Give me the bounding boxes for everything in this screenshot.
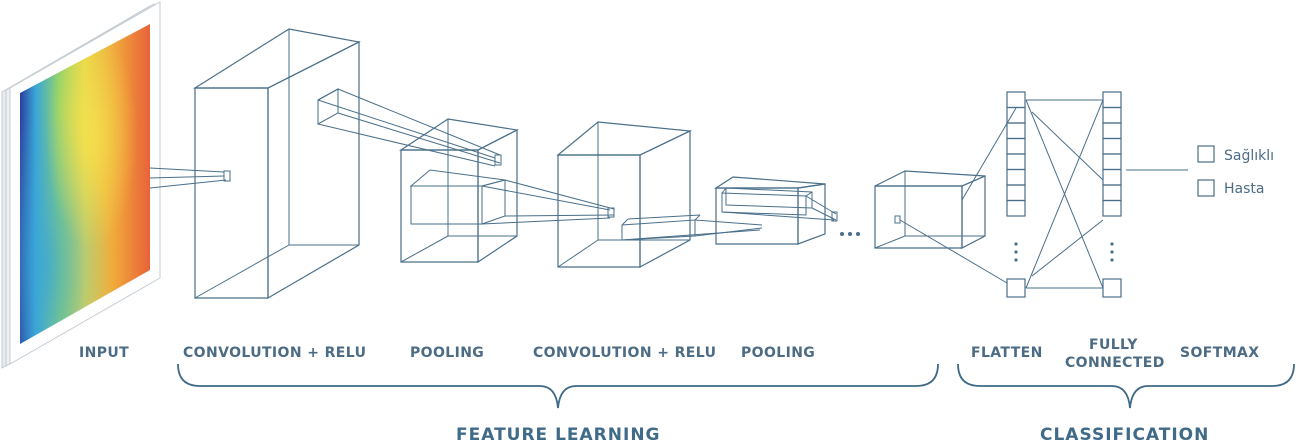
- flatten-neuron: [1006, 153, 1026, 171]
- flatten-ellipsis-dot: [1014, 250, 1018, 254]
- conv1-to-pool1-connections: [317, 88, 502, 167]
- label-softmax: SOFTMAX: [1180, 345, 1259, 361]
- flatten-ellipsis-dot: [1014, 242, 1018, 246]
- label-conv2: CONVOLUTION + RELU: [533, 345, 716, 361]
- flatten-neuron-last: [1006, 278, 1026, 298]
- fc-neuron: [1102, 137, 1122, 155]
- fc-neuron: [1102, 184, 1122, 202]
- label-fully-connected-1: FULLY: [1089, 337, 1138, 353]
- label-fully-connected-2: CONNECTED: [1065, 355, 1165, 371]
- label-input: INPUT: [79, 345, 129, 361]
- label-conv1: CONVOLUTION + RELU: [183, 345, 366, 361]
- pool2-volume: [713, 176, 838, 245]
- fc-neuron: [1102, 106, 1122, 124]
- conv2-to-pool2-connections: [621, 219, 763, 241]
- flatten-to-fc-connections: [1025, 99, 1104, 289]
- output-checkbox-healthy: [1197, 145, 1215, 163]
- fc-ellipsis-dot: [1110, 250, 1114, 254]
- flatten-neuron: [1006, 199, 1026, 217]
- label-pool1: POOLING: [410, 345, 484, 361]
- label-flatten: FLATTEN: [971, 345, 1043, 361]
- output-label-healthy: Sağlıklı: [1224, 148, 1274, 164]
- fc-ellipsis-dot: [1110, 242, 1114, 246]
- pool1-to-conv2-connections: [481, 179, 615, 225]
- input-image: [1, 1, 161, 369]
- classification-brace: [957, 363, 1295, 409]
- output-checkbox-sick: [1197, 179, 1215, 197]
- flatten-ellipsis-dot: [1014, 258, 1018, 262]
- final-feature-volume: [874, 107, 1017, 284]
- group-classification: CLASSIFICATION: [1040, 425, 1209, 443]
- fc-neuron: [1102, 122, 1122, 140]
- fc-ellipsis-dot: [1110, 258, 1114, 262]
- layers-ellipsis: [840, 232, 860, 236]
- group-feature-learning: FEATURE LEARNING: [456, 425, 661, 443]
- flatten-neuron: [1006, 168, 1026, 186]
- conv2-volume: [556, 121, 701, 269]
- input-to-conv1-connections: [149, 167, 231, 189]
- fc-neuron: [1102, 91, 1122, 109]
- fully-connected-column: [1102, 91, 1122, 298]
- conv1-volume: [192, 28, 361, 300]
- label-pool2: POOLING: [741, 345, 815, 361]
- feature-learning-brace: [177, 363, 939, 409]
- output-label-sick: Hasta: [1224, 181, 1264, 197]
- flatten-neuron: [1006, 184, 1026, 202]
- flatten-neuron: [1006, 122, 1026, 140]
- pool1-volume: [399, 118, 519, 264]
- fc-neuron-last: [1102, 278, 1122, 298]
- flatten-neuron: [1006, 91, 1026, 109]
- flatten-neuron: [1006, 137, 1026, 155]
- softmax-outputs: Sağlıklı Hasta: [1126, 145, 1274, 197]
- flatten-column: [1006, 91, 1026, 298]
- fc-neuron: [1102, 199, 1122, 217]
- fc-neuron: [1102, 168, 1122, 186]
- flatten-neuron: [1006, 106, 1026, 124]
- fc-neuron: [1102, 153, 1122, 171]
